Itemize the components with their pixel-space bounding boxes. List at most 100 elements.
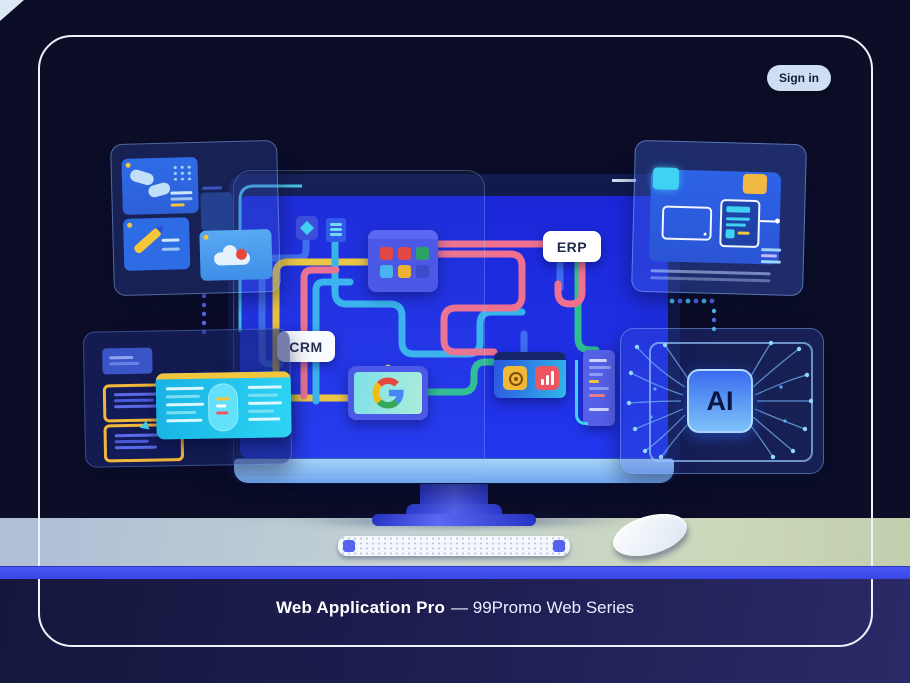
ai-chip: AI (687, 369, 753, 433)
status-dot (127, 222, 133, 228)
text-line (170, 197, 193, 201)
desk-front-edge (0, 566, 910, 579)
app-tile-green (416, 247, 429, 260)
image-card (199, 229, 273, 281)
text-line (114, 445, 157, 449)
text-line (170, 191, 193, 195)
monitor-chin (234, 458, 674, 483)
caption-subtitle: — 99Promo Web Series (451, 598, 635, 617)
list-line (589, 373, 603, 376)
diamond-tile (296, 216, 318, 240)
dash (761, 248, 782, 252)
mini-block (725, 229, 735, 239)
list-line (589, 359, 607, 362)
diamond-icon (299, 220, 315, 236)
left-top-panel (110, 139, 281, 297)
connector-dot (774, 218, 781, 224)
mini-browser-icon (719, 199, 761, 249)
corner-notch (0, 0, 24, 21)
monitor-stand-base (372, 514, 536, 526)
doc-line (330, 228, 342, 231)
text-line (113, 392, 162, 396)
list-line (589, 394, 605, 397)
keyboard (338, 536, 570, 556)
grid-icon (171, 164, 195, 181)
app-tile-red (380, 247, 393, 260)
yellow-square (742, 173, 768, 195)
cyan-square (652, 167, 680, 190)
back-card (200, 192, 234, 231)
right-top-panel (631, 139, 807, 297)
monitor-screen: ERP CRM (240, 196, 668, 458)
caption: Web Application Pro — 99Promo Web Series (0, 598, 910, 618)
status-dot (203, 234, 209, 240)
text-line (114, 404, 161, 408)
mini-line (215, 397, 231, 401)
pencil-icon (132, 226, 163, 255)
app-tile-red (398, 247, 411, 260)
text-line (166, 418, 203, 422)
google-display (348, 366, 428, 420)
text-line (109, 355, 134, 359)
text-line (109, 361, 140, 365)
dash (760, 260, 781, 264)
text-line (114, 398, 155, 402)
caption-title: Web Application Pro (275, 598, 446, 617)
text-line (166, 410, 197, 414)
floor-background (0, 578, 910, 683)
tools-card-header (494, 352, 566, 360)
cursor-icon (139, 419, 152, 430)
google-screen (354, 372, 422, 414)
app-tile-dark (416, 265, 429, 278)
list-line (589, 380, 599, 383)
connector-line (759, 220, 775, 223)
mini-line (737, 231, 750, 235)
mini-line (216, 404, 227, 408)
text-line (114, 439, 149, 443)
text-line (165, 386, 204, 390)
list-line (589, 387, 609, 390)
dash (761, 254, 778, 258)
ai-panel: AI (620, 328, 824, 474)
chart-icon (540, 366, 556, 390)
sidebar-list-panel (575, 350, 615, 426)
shape-blob (128, 168, 156, 187)
profile-card (155, 371, 292, 440)
app-tile-cyan (380, 265, 393, 278)
long-line (650, 276, 771, 283)
monitor-stand-neck (420, 482, 488, 508)
media-card (121, 156, 199, 215)
list-line (589, 366, 611, 369)
header-block (102, 347, 153, 375)
text-line (248, 409, 275, 413)
text-line (161, 247, 180, 251)
card-topbar (155, 371, 291, 380)
long-line (650, 269, 771, 276)
text-line (247, 385, 282, 389)
text-line (170, 203, 185, 207)
document-tile (326, 218, 346, 242)
sign-in-button[interactable]: Sign in (767, 65, 831, 91)
mini-line (725, 223, 746, 227)
mini-line (725, 217, 751, 221)
coin-tile (503, 366, 527, 390)
app-tile-yellow (398, 265, 411, 278)
text-line (248, 401, 283, 405)
list-line (589, 408, 609, 411)
text-line (161, 238, 180, 242)
google-logo (372, 377, 404, 409)
dash-line (202, 186, 223, 190)
panel-connector-line (612, 179, 636, 182)
app-window-titlebar (368, 230, 438, 239)
text-line (247, 393, 278, 397)
status-dot (125, 162, 131, 168)
erp-label: ERP (543, 231, 601, 262)
text-line (248, 417, 281, 421)
text-line (165, 394, 200, 398)
sign-in-label: Sign in (779, 71, 819, 85)
window-outline-icon (661, 205, 713, 241)
tools-card (494, 352, 566, 398)
doc-line (330, 223, 342, 226)
left-bottom-panel (82, 328, 293, 468)
